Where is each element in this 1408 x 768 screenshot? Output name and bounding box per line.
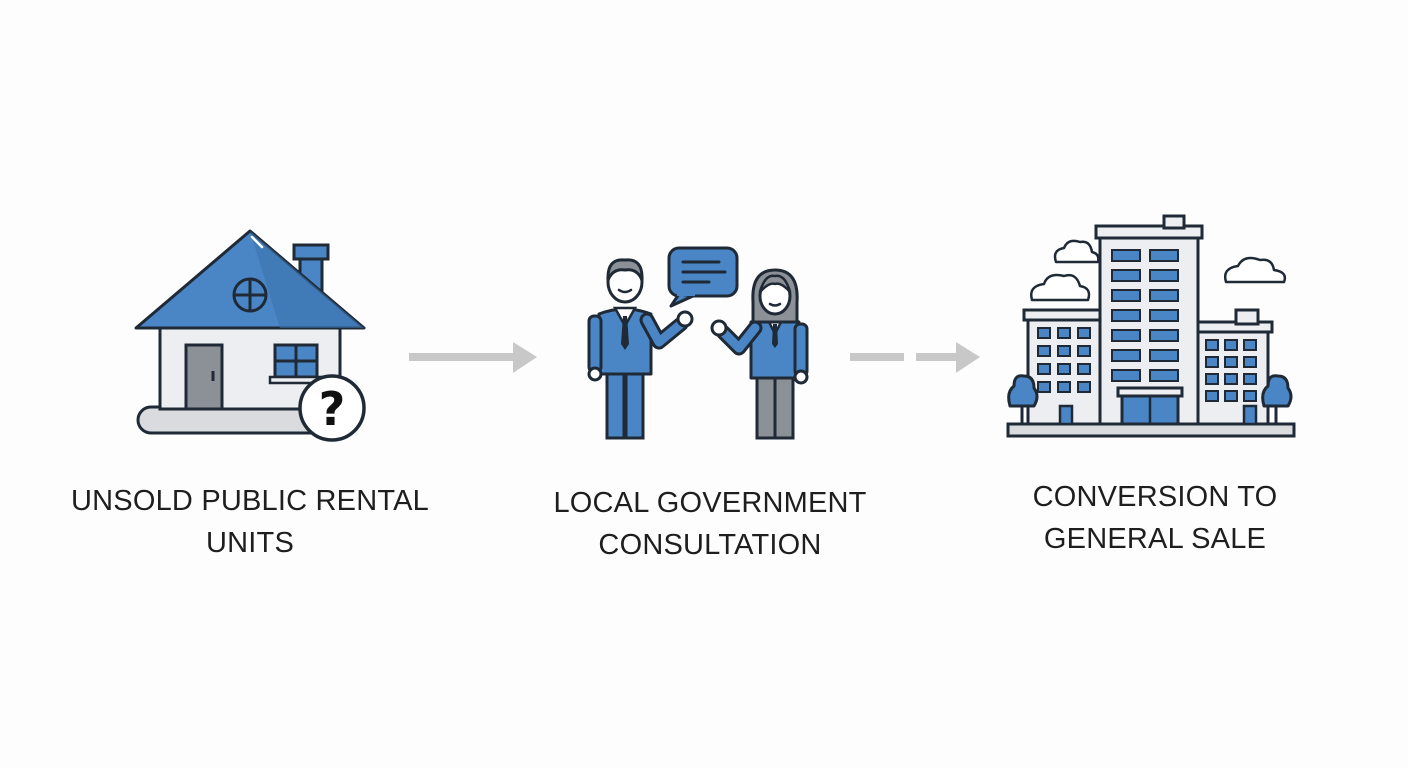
tree-icon <box>1007 374 1293 424</box>
window <box>1224 339 1238 351</box>
window <box>1149 309 1179 322</box>
window <box>1111 289 1141 302</box>
window <box>1149 249 1179 262</box>
window <box>1149 269 1179 282</box>
building-windows <box>1037 249 1257 402</box>
step-label-unsold: UNSOLD PUBLIC RENTAL UNITS <box>40 480 460 564</box>
apartment-building-icon <box>1006 214 1296 438</box>
chimney-cap <box>292 243 330 261</box>
roof-shade <box>250 231 364 328</box>
man-figure <box>587 258 694 440</box>
label-line: UNITS <box>206 527 294 559</box>
window <box>1077 381 1091 393</box>
window <box>1243 339 1257 351</box>
connector-arrow-1 <box>409 342 537 373</box>
window <box>1077 363 1091 375</box>
window <box>1111 369 1141 382</box>
house-door <box>184 343 224 411</box>
window <box>1205 339 1219 351</box>
question-badge <box>298 374 366 442</box>
window <box>1149 369 1179 382</box>
window <box>1077 327 1091 339</box>
woman-figure <box>710 268 809 440</box>
label-line: LOCAL GOVERNMENT <box>553 487 867 519</box>
label-line: UNSOLD PUBLIC RENTAL <box>71 485 429 517</box>
window <box>1149 329 1179 342</box>
question-mark: ? <box>319 382 346 436</box>
window <box>1037 381 1051 393</box>
window <box>1111 329 1141 342</box>
window <box>1111 349 1141 362</box>
window <box>1057 327 1071 339</box>
window <box>1243 356 1257 368</box>
street-ground <box>1006 422 1296 438</box>
window <box>1057 381 1071 393</box>
window <box>1243 390 1257 402</box>
speech-bubble-icon <box>667 246 739 308</box>
window <box>1057 363 1071 375</box>
cloud-icon <box>1030 239 1287 302</box>
people-consultation-icon <box>587 246 809 440</box>
window <box>1037 327 1051 339</box>
window <box>1205 356 1219 368</box>
window <box>1111 269 1141 282</box>
label-line: CONVERSION TO <box>1032 481 1278 513</box>
window <box>1077 345 1091 357</box>
window <box>1037 345 1051 357</box>
label-line: GENERAL SALE <box>1043 523 1267 555</box>
window <box>1149 289 1179 302</box>
window <box>1224 356 1238 368</box>
house-question-icon: ? <box>134 229 366 442</box>
connector-arrow-2 <box>850 342 980 373</box>
window <box>1205 390 1219 402</box>
window <box>1111 309 1141 322</box>
window <box>1205 373 1219 385</box>
step-label-consultation: LOCAL GOVERNMENT CONSULTATION <box>500 482 920 566</box>
window <box>1224 373 1238 385</box>
window <box>1037 363 1051 375</box>
window <box>1149 349 1179 362</box>
window <box>1111 249 1141 262</box>
window <box>1243 373 1257 385</box>
window <box>1057 345 1071 357</box>
step-label-sale: CONVERSION TO GENERAL SALE <box>945 476 1365 560</box>
window <box>1224 390 1238 402</box>
label-line: CONSULTATION <box>598 529 822 561</box>
